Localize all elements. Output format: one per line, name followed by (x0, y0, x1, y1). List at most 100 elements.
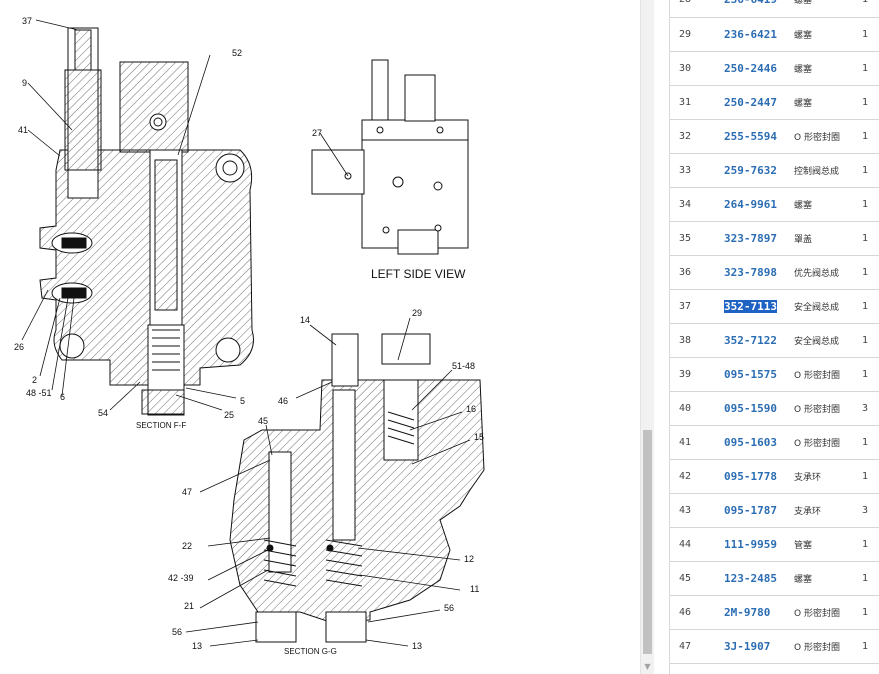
part-description: 螺塞 (794, 30, 813, 41)
part-number-link[interactable]: 352-7122 (724, 323, 794, 357)
table-row: 29 236-6421 螺塞 1 (670, 17, 879, 51)
part-number-text[interactable]: 236-6419 (724, 0, 777, 6)
callout-41: 41 (18, 125, 28, 135)
part-number-text[interactable]: 250-2446 (724, 61, 777, 75)
part-number-text[interactable]: 236-6421 (724, 27, 777, 41)
parts-diagram: LEFT SIDE VIEW (14, 16, 485, 656)
part-number-text[interactable]: 264-9961 (724, 197, 777, 211)
parts-table: 28236-6419螺塞129236-6421螺塞130250-2446螺塞13… (670, 0, 879, 664)
item-number: 36 (679, 266, 692, 278)
item-number: 29 (679, 28, 692, 40)
table-row: 28236-6419 螺塞 1 (670, 0, 879, 17)
diagram-scrollbar[interactable]: ▼ (640, 0, 654, 674)
callout-52: 52 (232, 48, 242, 58)
item-number: 32 (679, 130, 692, 142)
callout-48-51-left: 48 -51 (26, 388, 52, 398)
part-quantity: 1 (862, 164, 869, 176)
part-number-text[interactable]: 352-7122 (724, 333, 777, 347)
part-number-text[interactable]: 323-7898 (724, 265, 777, 279)
part-number-link[interactable]: 111-9959 (724, 527, 794, 561)
part-number-link[interactable]: 095-1590 (724, 391, 794, 425)
part-quantity: 1 (862, 28, 869, 40)
part-number-text[interactable]: 255-5594 (724, 129, 777, 143)
part-number-text[interactable]: 323-7897 (724, 231, 777, 245)
part-number-text[interactable]: 095-1575 (724, 367, 777, 381)
part-description: 螺塞 (794, 0, 813, 7)
part-number-text[interactable]: 250-2447 (724, 95, 777, 109)
part-number-link[interactable]: 236-6421 (724, 17, 794, 51)
part-description: 支承环 (794, 506, 822, 517)
part-number-text[interactable]: 095-1590 (724, 401, 777, 415)
item-number: 41 (679, 436, 692, 448)
part-number-link[interactable]: 250-2446 (724, 51, 794, 85)
part-number-link[interactable]: 259-7632 (724, 153, 794, 187)
part-number-text[interactable]: 2M-9780 (724, 605, 771, 619)
scroll-down-arrow-icon[interactable]: ▼ (644, 662, 651, 671)
left-side-view-label: LEFT SIDE VIEW (371, 267, 466, 281)
item-number: 28 (670, 0, 724, 17)
part-number-link[interactable]: 095-1603 (724, 425, 794, 459)
callout-2: 2 (32, 375, 37, 385)
callout-45: 45 (258, 416, 268, 426)
part-quantity: 1 (862, 436, 869, 448)
part-number-link[interactable]: 323-7898 (724, 255, 794, 289)
item-number: 33 (679, 164, 692, 176)
part-number-link[interactable]: 095-1787 (724, 493, 794, 527)
part-description: O 形密封圈 (794, 132, 840, 143)
item-number: 35 (679, 232, 692, 244)
part-number-link[interactable]: 2M-9780 (724, 595, 794, 629)
part-number-text[interactable]: 111-9959 (724, 537, 777, 551)
part-number-text[interactable]: 095-1778 (724, 469, 777, 483)
part-number-text[interactable]: 3J-1907 (724, 639, 771, 653)
part-number-link[interactable]: 264-9961 (724, 187, 794, 221)
callout-14: 14 (300, 315, 310, 325)
part-number-link[interactable]: 095-1778 (724, 459, 794, 493)
part-number-link[interactable]: 3J-1907 (724, 629, 794, 663)
part-number-text[interactable]: 259-7632 (724, 163, 777, 177)
scrollbar-thumb[interactable] (643, 430, 652, 654)
callout-11: 11 (470, 584, 479, 594)
part-number-link[interactable]: 095-1575 (724, 357, 794, 391)
part-number-link[interactable]: 236-6419 (724, 0, 794, 17)
callout-6: 6 (60, 392, 65, 402)
part-number-link[interactable]: 250-2447 (724, 85, 794, 119)
part-description: 螺塞 (794, 200, 813, 211)
part-number-link[interactable]: 352-7113 (724, 289, 794, 323)
part-description: O 形密封圈 (794, 642, 840, 653)
part-description: 安全阀总成 (794, 302, 840, 313)
part-quantity: 1 (862, 0, 879, 17)
item-number: 46 (679, 606, 692, 618)
callout-9: 9 (22, 78, 27, 88)
part-description: 管塞 (794, 540, 813, 551)
callout-16: 16 (466, 404, 476, 414)
part-quantity: 1 (862, 538, 869, 550)
part-number-text[interactable]: 123-2485 (724, 571, 777, 585)
part-quantity: 1 (862, 62, 869, 74)
item-number: 42 (679, 470, 692, 482)
part-quantity: 1 (862, 640, 869, 652)
item-number: 34 (679, 198, 692, 210)
part-quantity: 1 (862, 470, 869, 482)
part-description: 螺塞 (794, 64, 813, 75)
part-number-text[interactable]: 095-1603 (724, 435, 777, 449)
diagram-svg: LEFT SIDE VIEW (14, 16, 485, 656)
callout-26: 26 (14, 342, 24, 352)
callout-12: 12 (464, 554, 474, 564)
section-gg-drawing (229, 333, 485, 643)
part-number-link[interactable]: 123-2485 (724, 561, 794, 595)
part-number-link[interactable]: 255-5594 (724, 119, 794, 153)
callout-29: 29 (412, 308, 422, 318)
part-number-text[interactable]: 352-7113 (724, 299, 777, 313)
section-ff-label: SECTION F-F (136, 421, 186, 430)
part-number-link[interactable]: 323-7897 (724, 221, 794, 255)
part-description: 螺塞 (794, 574, 813, 585)
part-quantity: 3 (862, 504, 869, 516)
part-number-text[interactable]: 095-1787 (724, 503, 777, 517)
